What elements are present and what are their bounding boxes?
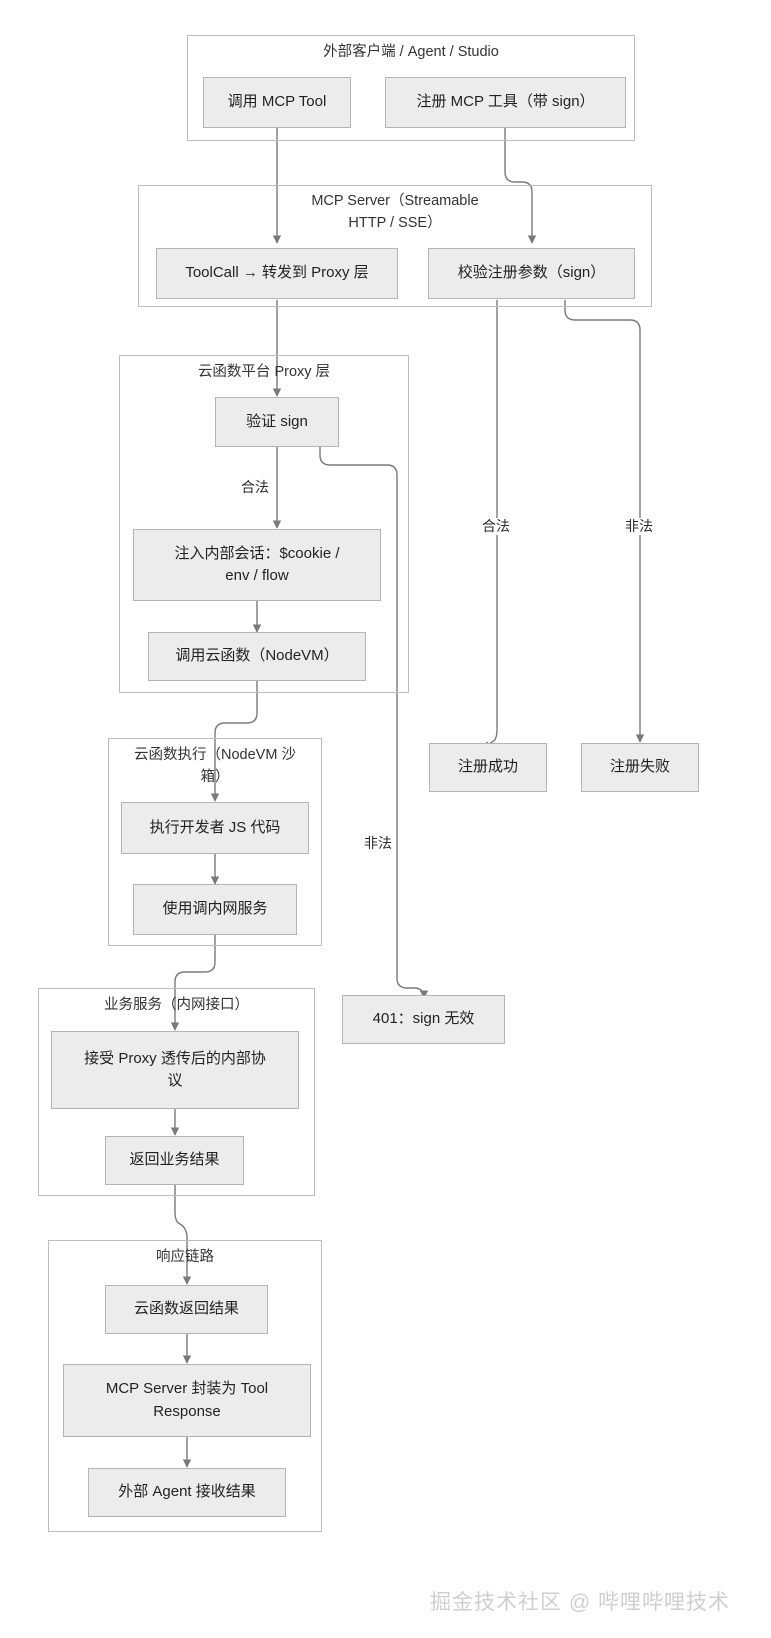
node-execute-developer-js[interactable]: 执行开发者 JS 代码: [121, 802, 309, 854]
group-response-chain-label: 响应链路: [156, 1249, 214, 1265]
group-external-client-label: 外部客户端 / Agent / Studio: [323, 44, 499, 60]
node-accept-proxy-protocol[interactable]: 接受 Proxy 透传后的内部协 议: [51, 1031, 299, 1109]
node-register-fail[interactable]: 注册失败: [581, 743, 699, 792]
edge-label-register-illegal: 非法: [622, 518, 656, 535]
group-nodevm-exec-label: 云函数执行（NodeVM 沙 箱）: [134, 747, 296, 786]
node-wrap-tool-response[interactable]: MCP Server 封装为 Tool Response: [63, 1364, 311, 1437]
group-mcp-server: [138, 185, 652, 307]
node-cloud-function-result[interactable]: 云函数返回结果: [105, 1285, 268, 1334]
group-external-client: [187, 35, 635, 141]
node-register-success[interactable]: 注册成功: [429, 743, 547, 792]
group-response-chain: [48, 1240, 322, 1532]
node-verify-sign[interactable]: 验证 sign: [215, 397, 339, 447]
node-401-sign-invalid[interactable]: 401：sign 无效: [342, 995, 505, 1044]
node-return-business-result[interactable]: 返回业务结果: [105, 1136, 244, 1185]
node-invoke-cloud-function[interactable]: 调用云函数（NodeVM）: [148, 632, 366, 681]
node-agent-receive-result[interactable]: 外部 Agent 接收结果: [88, 1468, 286, 1517]
edge-label-proxy-legal: 合法: [238, 479, 272, 496]
edge-label-proxy-illegal: 非法: [361, 835, 395, 852]
group-nodevm-exec: [108, 738, 322, 946]
edge-label-register-legal: 合法: [479, 518, 513, 535]
node-use-intranet-service[interactable]: 使用调内网服务: [133, 884, 297, 935]
watermark-text: 掘金技术社区 @ 哔哩哔哩技术: [430, 1591, 730, 1614]
group-proxy-layer: [119, 355, 409, 693]
group-proxy-layer-label: 云函数平台 Proxy 层: [197, 364, 331, 380]
node-verify-register-params[interactable]: 校验注册参数（sign）: [428, 248, 635, 299]
group-business-service-label: 业务服务（内网接口）: [104, 997, 249, 1013]
node-inject-internal-session[interactable]: 注入内部会话：$cookie / env / flow: [133, 529, 381, 601]
node-toolcall-forward-proxy[interactable]: ToolCall → 转发到 Proxy 层: [156, 248, 398, 299]
group-business-service: [38, 988, 315, 1196]
node-register-mcp-tool[interactable]: 注册 MCP 工具（带 sign）: [385, 77, 626, 128]
node-call-mcp-tool[interactable]: 调用 MCP Tool: [203, 77, 351, 128]
group-mcp-server-label: MCP Server（Streamable HTTP / SSE）: [311, 193, 479, 232]
